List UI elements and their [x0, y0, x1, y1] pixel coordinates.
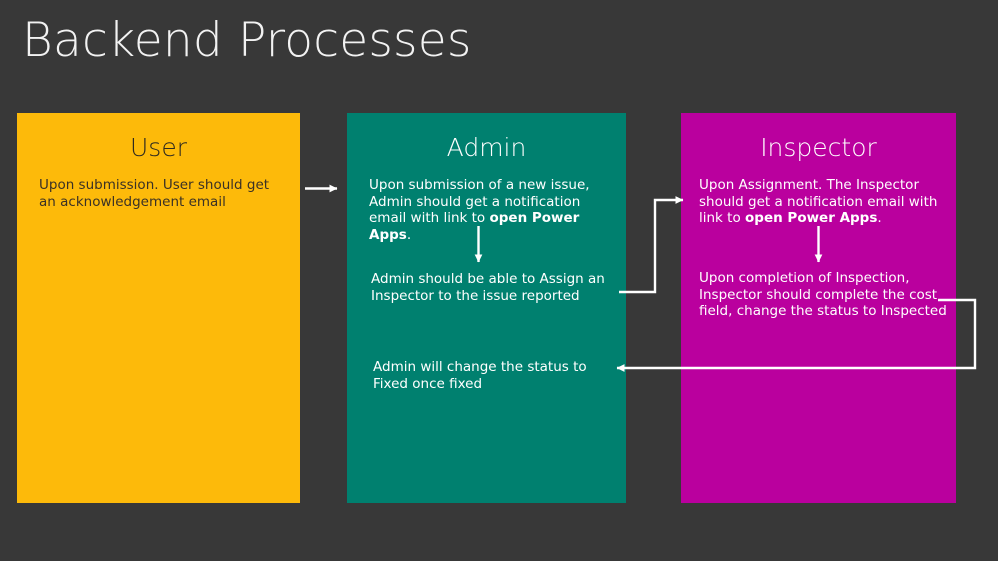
lane-title-inspector: Inspector	[760, 133, 877, 162]
note-user-acknowledgement: Upon submission. User should get an ackn…	[39, 177, 270, 210]
note-inspector-completion: Upon completion of Inspection, Inspector…	[699, 270, 947, 319]
note-inspector-assignment-period: .	[877, 210, 882, 226]
connector-admin-to-inspector	[619, 196, 684, 294]
lane-inspector[interactable]: Inspector Upon Assignment. The Inspector…	[681, 113, 956, 503]
note-admin-status-fixed: Admin will change the status to Fixed on…	[373, 359, 587, 392]
note-inspector-assignment: Upon Assignment. The Inspector should ge…	[699, 177, 941, 227]
note-inspector-assignment-bold: open Power Apps	[745, 210, 878, 226]
lane-title-admin: Admin	[446, 133, 527, 162]
lane-title-user: User	[130, 133, 187, 162]
note-admin-notification: Upon submission of a new issue, Admin sh…	[369, 177, 617, 243]
note-inspector-assignment-text: Upon Assignment. The Inspector should ge…	[699, 177, 938, 226]
note-admin-notification-bold: open Power Apps	[369, 210, 580, 243]
lane-user[interactable]: User Upon submission. User should get an…	[17, 113, 300, 503]
note-admin-notification-period: .	[406, 226, 412, 243]
page-title: Backend Processes	[22, 13, 472, 68]
note-admin-assign-inspector: Admin should be able to Assign an Inspec…	[371, 271, 605, 304]
note-admin-notification-text: Upon submission of a new issue, Admin sh…	[369, 177, 590, 226]
lane-admin[interactable]: Admin Upon submission of a new issue, Ad…	[347, 113, 626, 503]
